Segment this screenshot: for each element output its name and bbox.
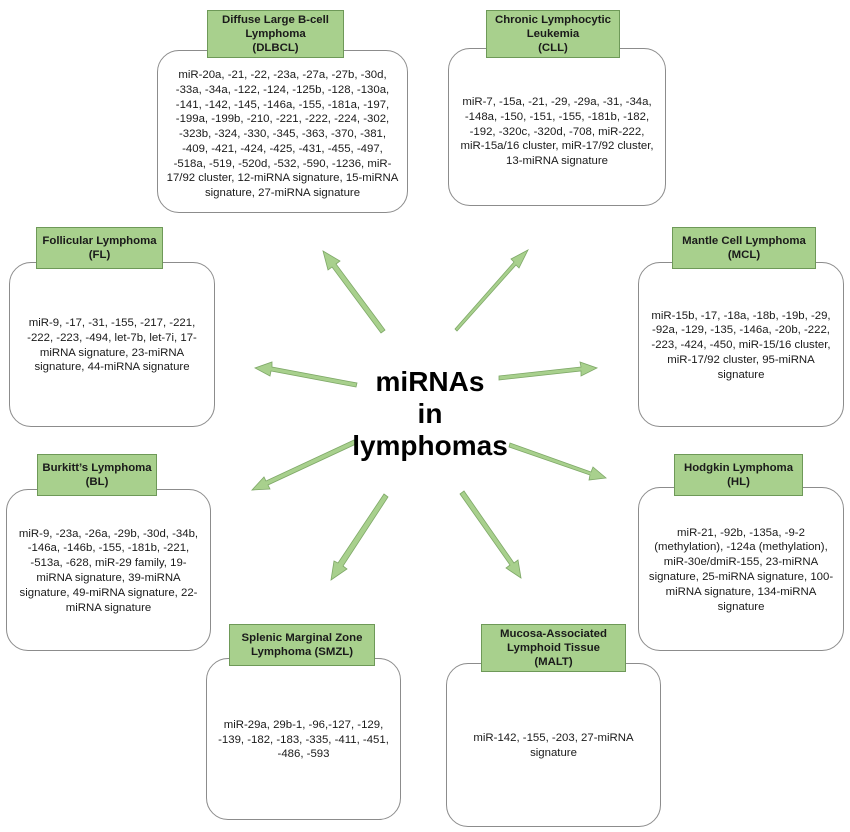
dlbcl-mirna-list: miR-20a, -21, -22, -23a, -27a, -27b, -30… <box>166 68 399 200</box>
dlbcl-label-line-3: (DLBCL) <box>252 42 299 54</box>
fl-label: Follicular Lymphoma (FL) <box>36 227 163 269</box>
center-title-line-3: lymphomas <box>352 430 508 461</box>
mcl-label-line-2: (MCL) <box>727 249 761 261</box>
hl-label: Hodgkin Lymphoma (HL) <box>674 454 803 496</box>
bl-label: Burkitt’s Lymphoma (BL) <box>37 454 157 496</box>
mcl-mirna-list: miR-15b, -17, -18a, -18b, -19b, -29, -92… <box>651 309 831 381</box>
fl-label-line-2: (FL) <box>88 249 111 261</box>
arrow-to-malt <box>459 490 522 579</box>
malt-card: miR-142, -155, -203, 27-miRNA signature <box>446 663 661 827</box>
cll-label-line-2: Leukemia <box>526 28 580 40</box>
bl-card: miR-9, -23a, -26a, -29b, -30d, -34b, -14… <box>6 489 211 651</box>
smzl-label: Splenic Marginal Zone Lymphoma (SMZL) <box>229 624 375 666</box>
center-title-line-2: in <box>417 398 443 429</box>
smzl-label-line-1: Splenic Marginal Zone <box>241 632 363 644</box>
malt-mirna-list: miR-142, -155, -203, 27-miRNA signature <box>473 732 634 759</box>
dlbcl-label-line-1: Diffuse Large B-cell <box>222 14 329 26</box>
dlbcl-card: miR-20a, -21, -22, -23a, -27a, -27b, -30… <box>157 50 408 213</box>
malt-label-line-3: (MALT) <box>534 656 573 668</box>
bl-label-line-2: (BL) <box>85 476 109 488</box>
hl-card: miR-21, -92b, -135a, -9-2 (methylation),… <box>638 487 844 651</box>
smzl-mirna-list: miR-29a, 29b-1, -96,-127, -129, -139, -1… <box>218 718 389 761</box>
hl-mirna-list: miR-21, -92b, -135a, -9-2 (methylation),… <box>648 526 834 613</box>
arrow-to-cll <box>454 249 529 332</box>
arrow-to-bl <box>251 439 357 491</box>
center-title: miRNAs in lymphomas <box>330 366 530 462</box>
arrow-to-fl <box>254 361 358 388</box>
mcl-label: Mantle Cell Lymphoma (MCL) <box>672 227 816 269</box>
mcl-card: miR-15b, -17, -18a, -18b, -19b, -29, -92… <box>638 262 844 427</box>
dlbcl-label: Diffuse Large B-cell Lymphoma (DLBCL) <box>207 10 344 58</box>
dlbcl-label-line-2: Lymphoma <box>245 28 306 40</box>
arrow-to-smzl <box>330 493 389 581</box>
cll-label: Chronic Lymphocytic Leukemia (CLL) <box>486 10 620 58</box>
bl-label-line-1: Burkitt’s Lymphoma <box>42 462 152 474</box>
hl-label-line-1: Hodgkin Lymphoma <box>683 462 794 474</box>
malt-label: Mucosa-Associated Lymphoid Tissue (MALT) <box>481 624 626 672</box>
bl-mirna-list: miR-9, -23a, -26a, -29b, -30d, -34b, -14… <box>18 527 199 614</box>
smzl-card: miR-29a, 29b-1, -96,-127, -129, -139, -1… <box>206 658 401 820</box>
arrow-to-hl <box>508 442 607 481</box>
cll-mirna-list: miR-7, -15a, -21, -29, -29a, -31, -34a, … <box>460 96 654 168</box>
malt-label-line-2: Lymphoid Tissue <box>506 642 601 654</box>
hl-label-line-2: (HL) <box>727 476 750 488</box>
mcl-label-line-1: Mantle Cell Lymphoma <box>682 235 806 247</box>
cll-label-line-1: Chronic Lymphocytic <box>494 14 612 26</box>
arrow-to-mcl <box>498 361 599 381</box>
fl-mirna-list: miR-9, -17, -31, -155, -217, -221, -222,… <box>27 316 197 374</box>
malt-label-line-1: Mucosa-Associated <box>500 628 607 640</box>
arrow-to-dlbcl <box>322 250 386 334</box>
smzl-label-line-2: Lymphoma (SMZL) <box>250 646 354 658</box>
center-title-line-1: miRNAs <box>375 366 485 397</box>
cll-label-line-3: (CLL) <box>538 42 568 54</box>
fl-label-line-1: Follicular Lymphoma <box>42 235 157 247</box>
